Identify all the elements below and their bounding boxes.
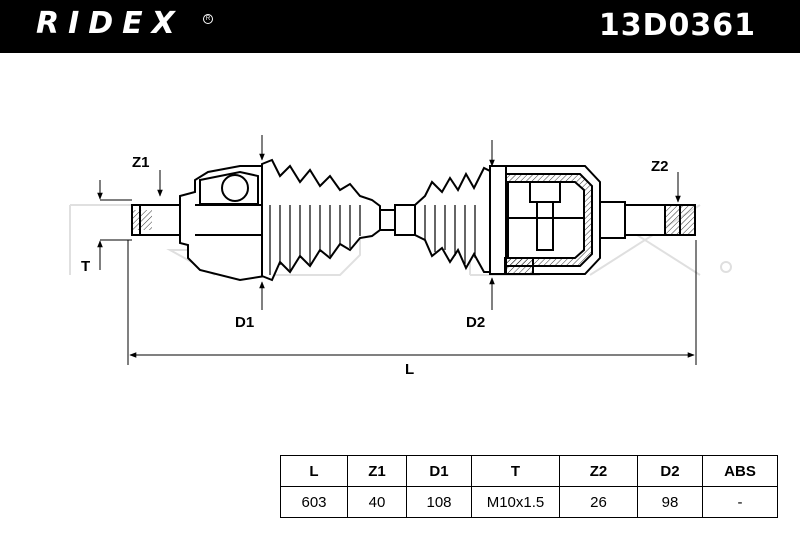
t-label: T: [81, 258, 90, 275]
value-d1: 108: [406, 486, 472, 518]
outer-cv-joint: [179, 165, 266, 282]
value-l: 603: [280, 486, 348, 518]
specs-value-row: 603 40 108 M10x1.5 26 98 -: [280, 486, 778, 518]
d2-label: D2: [466, 314, 485, 331]
brand-logo: RIDEX: [36, 6, 184, 41]
z1-label: Z1: [132, 154, 150, 171]
header-z2: Z2: [559, 455, 638, 487]
dimension-lines: [97, 135, 697, 365]
header-bar: RIDEX R 13D0361: [0, 0, 800, 53]
z2-label: Z2: [651, 158, 669, 175]
left-stub-shaft: [131, 204, 181, 236]
part-number: 13D0361: [598, 8, 756, 43]
header-d1: D1: [406, 455, 472, 487]
specs-header-row: L Z1 D1 T Z2 D2 ABS: [280, 455, 778, 487]
header-l: L: [280, 455, 348, 487]
outer-boot: [261, 158, 381, 282]
inner-boot: [414, 166, 493, 273]
d1-label: D1: [235, 314, 254, 331]
header-z1: Z1: [347, 455, 407, 487]
inner-cv-joint: [489, 165, 601, 275]
value-z1: 40: [347, 486, 407, 518]
value-z2: 26: [559, 486, 638, 518]
specs-table: L Z1 D1 T Z2 D2 ABS 603 40 108 M10x1.5 2…: [280, 455, 778, 518]
header-abs: ABS: [702, 455, 778, 487]
value-t: M10x1.5: [471, 486, 560, 518]
drive-shaft-drawing: Z1 Z2 T D1 D2 L: [69, 135, 732, 378]
right-stub-shaft: [599, 201, 696, 239]
value-d2: 98: [637, 486, 703, 518]
value-abs: -: [702, 486, 778, 518]
header-d2: D2: [637, 455, 703, 487]
l-label: L: [405, 361, 414, 378]
center-shaft: [379, 204, 416, 236]
header-t: T: [471, 455, 560, 487]
registered-mark-icon: R: [203, 14, 213, 24]
